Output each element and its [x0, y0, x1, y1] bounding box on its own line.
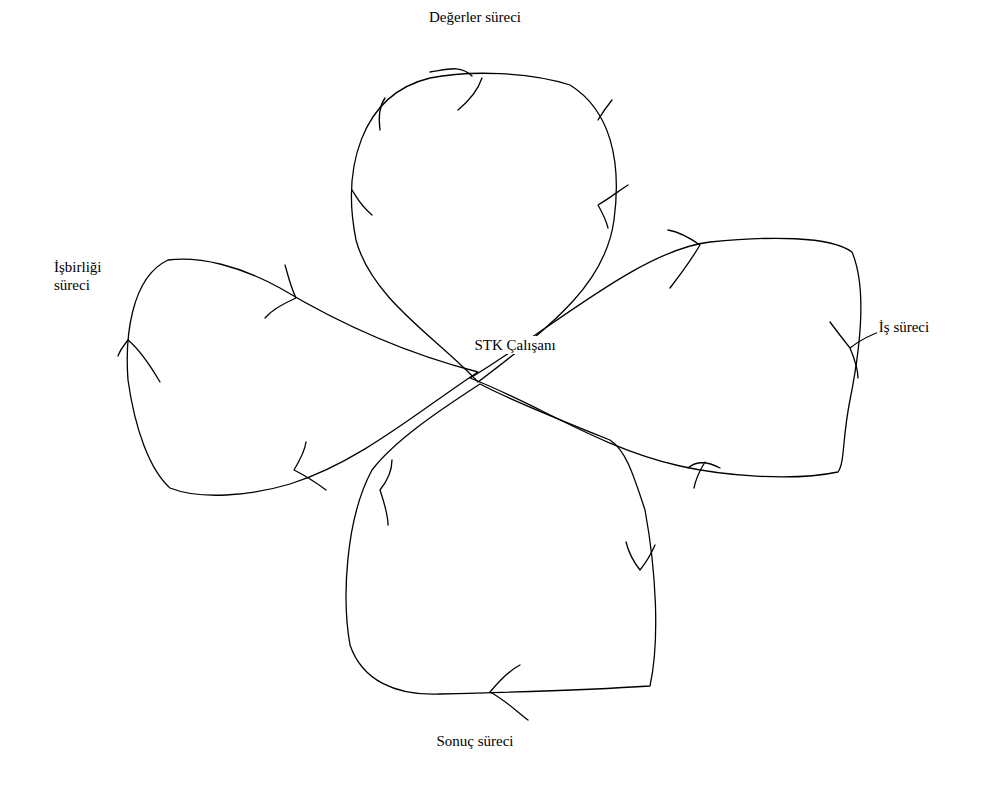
- process-label: İşbirliği süreci: [52, 258, 126, 294]
- center-label: STK Çalışanı: [472, 336, 557, 354]
- petal-outline: [352, 73, 617, 382]
- process-label: İş süreci: [877, 318, 931, 336]
- thorns: [118, 69, 885, 720]
- process-label: Sonuç süreci: [434, 732, 515, 750]
- process-label: Değerler süreci: [427, 8, 523, 26]
- petal-outline: [470, 238, 861, 477]
- petal-outline: [127, 259, 478, 495]
